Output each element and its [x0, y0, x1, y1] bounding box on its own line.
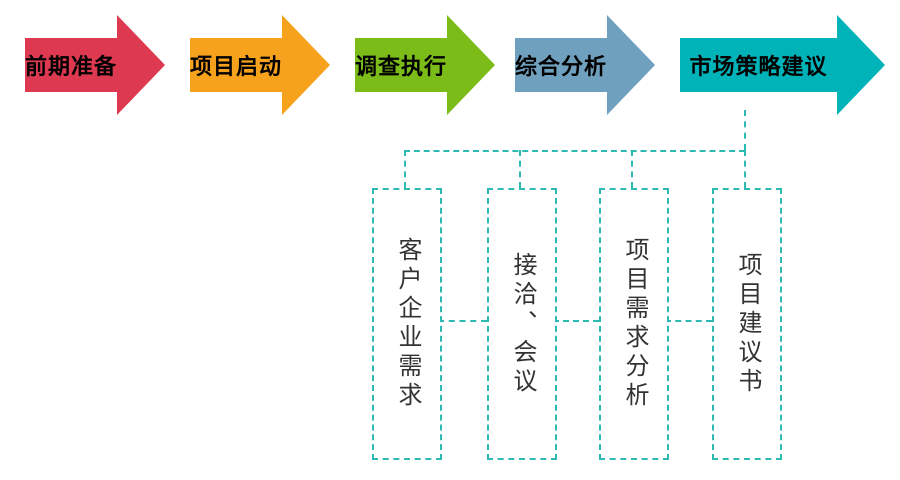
flow-arrow-step3: 调查执行: [355, 15, 495, 115]
connector-horizontal: [404, 150, 745, 152]
detail-box-proposal-label: 项目建议书: [734, 251, 761, 397]
detail-box-requirement-analysis-label: 项目需求分析: [621, 237, 648, 411]
flow-arrow-step5-label: 市场策略建议: [689, 54, 828, 79]
box-link-2: [553, 320, 599, 322]
flow-arrow-step1: 前期准备: [25, 15, 165, 115]
flow-arrow-step2: 项目启动: [190, 15, 330, 115]
detail-box-meetings-label: 接洽、会议: [509, 251, 536, 397]
box-link-3: [665, 320, 712, 322]
flow-arrow-step4-label: 综合分析: [515, 54, 608, 79]
detail-box-meetings: 接洽、会议: [487, 188, 557, 460]
detail-box-customer-needs-label: 客户企业需求: [394, 237, 421, 411]
connector-drop-4: [744, 150, 746, 188]
detail-box-proposal: 项目建议书: [712, 188, 782, 460]
connector-trunk-vertical: [744, 110, 746, 150]
connector-drop-3: [631, 150, 633, 188]
connector-drop-2: [519, 150, 521, 188]
flow-arrow-step1-label: 前期准备: [25, 54, 118, 79]
flow-arrow-step3-label: 调查执行: [355, 54, 448, 79]
detail-box-requirement-analysis: 项目需求分析: [599, 188, 669, 460]
flow-arrow-step5: 市场策略建议: [680, 15, 885, 115]
flow-arrow-step2-label: 项目启动: [190, 54, 283, 79]
box-link-1: [438, 320, 487, 322]
detail-box-customer-needs: 客户企业需求: [372, 188, 442, 460]
connector-drop-1: [404, 150, 406, 188]
flow-arrow-step4: 综合分析: [515, 15, 655, 115]
